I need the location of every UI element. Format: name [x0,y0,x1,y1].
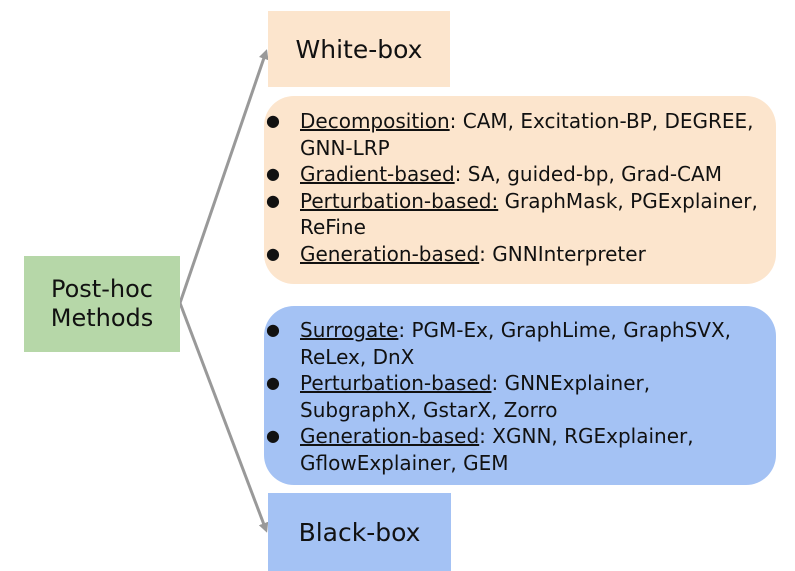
bullet-icon: ● [266,164,280,183]
bullet-icon: ● [266,111,280,130]
methods-text: PGM-Ex, GraphLime, GraphSVX, ReLex, DnX [300,318,732,369]
root-label-line2: Methods [50,304,154,332]
bullet-icon: ● [266,320,280,339]
black-box-methods-list: ● Surrogate: PGM-Ex, GraphLime, GraphSVX,… [266,317,766,476]
methods-text: SA, guided-bp, Grad-CAM [467,162,722,186]
category-label: Perturbation-based [300,371,492,395]
list-item: ● Generation-based: GNNInterpreter [266,241,766,268]
methods-text: GraphMask, PGExplainer, ReFine [300,188,758,240]
white-box-methods-panel: ● Decomposition: CAM, Excitation-BP, DEGR… [264,96,776,284]
methods-text: XGNN, RGExplainer, GflowExplainer, GEM [300,424,694,475]
bullet-icon: ● [266,243,280,263]
methods-text: CAM, Excitation-BP, DEGREE, GNN-LRP [300,109,754,160]
list-item: ● Gradient-based: SA, guided-bp, Grad-CAM [266,161,766,188]
list-item: ● Perturbation-based: GraphMask, PGExplai… [266,188,766,241]
arrow-to-white-box [178,49,269,304]
bullet-icon: ● [266,373,280,392]
methods-text: GNNExplainer, SubgraphX, GstarX, Zorro [300,371,651,422]
category-label: Generation-based [300,241,480,266]
separator: : [491,371,505,395]
category-label: Surrogate [300,318,399,342]
root-label-line1: Post-hoc [51,275,153,303]
methods-text: GNNInterpreter [492,241,646,266]
list-item: ● Surrogate: PGM-Ex, GraphLime, GraphSVX,… [266,317,766,370]
white-box-title: White-box [295,34,423,64]
category-label: Perturbation-based: [300,188,499,213]
bullet-icon: ● [266,190,280,210]
category-label: Decomposition [300,109,450,133]
black-box-methods-panel: ● Surrogate: PGM-Ex, GraphLime, GraphSVX,… [264,306,776,485]
category-label: Gradient-based [300,162,455,186]
list-item: ● Perturbation-based: GNNExplainer, Subgr… [266,370,766,423]
separator: : [398,318,412,342]
arrow-to-black-box [178,302,269,533]
list-item: ● Generation-based: XGNN, RGExplainer, Gf… [266,423,766,476]
black-box-node: Black-box [268,493,451,571]
black-box-title: Black-box [298,517,421,547]
separator: : [479,424,493,448]
post-hoc-methods-node: Post-hoc Methods [24,256,180,352]
separator: : [454,162,468,186]
separator: : [479,241,493,266]
list-item: ● Decomposition: CAM, Excitation-BP, DEGR… [266,108,766,161]
category-label: Generation-based [300,424,480,448]
separator: : [449,109,463,133]
white-box-methods-list: ● Decomposition: CAM, Excitation-BP, DEGR… [266,108,766,267]
bullet-icon: ● [266,426,280,445]
white-box-node: White-box [268,11,450,87]
